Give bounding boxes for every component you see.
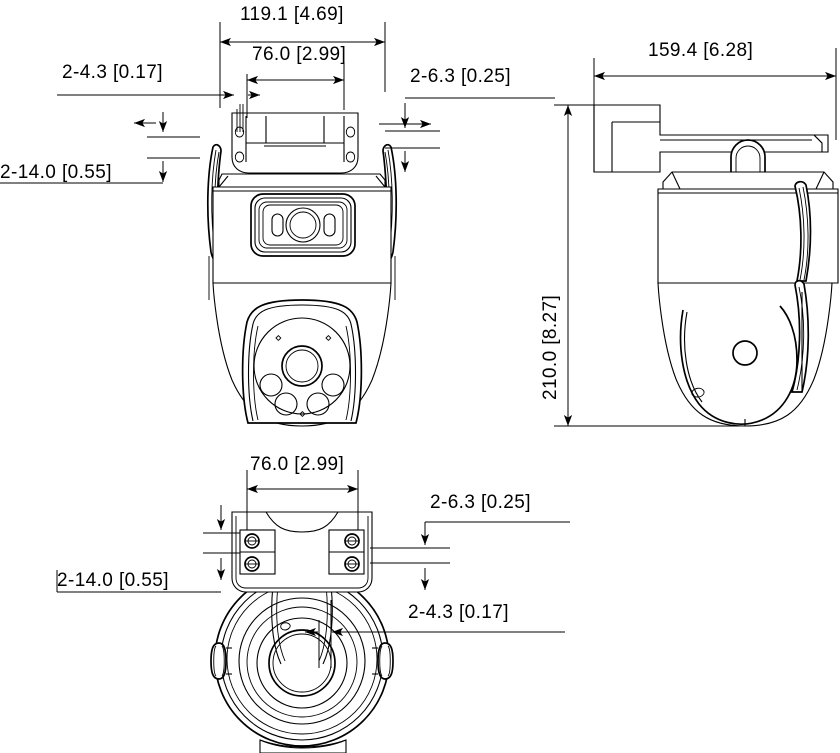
dimension-side-depth: 159.4 [6.28] bbox=[593, 40, 837, 140]
side-dome bbox=[657, 279, 833, 427]
top-fin-right bbox=[372, 642, 394, 680]
front-dome-body bbox=[212, 282, 392, 427]
side-camera-body bbox=[657, 180, 839, 284]
side-base-plate bbox=[662, 171, 834, 190]
dimension-side-height: 210.0 [8.27] bbox=[540, 104, 740, 427]
dimension-top-plate-thickness-text: 2-6.3 [0.25] bbox=[430, 492, 531, 513]
dimension-front-plate-thickness-text: 2-6.3 [0.25] bbox=[410, 66, 511, 87]
dimension-front-bracket-width-text: 76.0 [2.99] bbox=[252, 44, 346, 65]
dimension-front-overall-width-text: 119.1 [4.69] bbox=[240, 4, 344, 25]
side-mount-arm bbox=[593, 104, 829, 173]
dimension-top-slot-height: 2-14.0 [0.55] bbox=[56, 505, 240, 593]
top-dome-circles bbox=[210, 571, 394, 753]
front-view bbox=[206, 104, 398, 427]
top-view bbox=[210, 511, 394, 753]
dimension-top-slot-width-text: 2-4.3 [0.17] bbox=[408, 602, 509, 623]
dimension-side-depth-text: 159.4 [6.28] bbox=[648, 40, 753, 61]
dimension-front-slot-height: 2-14.0 [0.55] bbox=[0, 112, 200, 184]
dimension-top-bracket-width-text: 76.0 [2.99] bbox=[250, 454, 344, 475]
front-lens-module bbox=[250, 193, 356, 257]
dimension-top-plate-thickness: 2-6.3 [0.25] bbox=[370, 492, 570, 590]
dimension-front-overall-width: 119.1 [4.69] bbox=[219, 4, 386, 108]
dimension-top-bracket-width: 76.0 [2.99] bbox=[246, 454, 359, 530]
dimension-top-slot-width: 2-4.3 [0.17] bbox=[305, 600, 565, 668]
dimension-front-plate-thickness: 2-6.3 [0.25] bbox=[379, 66, 555, 172]
top-mounting-plate bbox=[231, 511, 373, 593]
top-fin-left bbox=[210, 642, 232, 680]
dimension-front-bracket-width: 76.0 [2.99] bbox=[246, 44, 346, 118]
dimension-side-height-text: 210.0 [8.27] bbox=[540, 295, 561, 400]
dimension-front-slot-height-text: 2-14.0 [0.55] bbox=[0, 162, 112, 183]
dimension-front-slot-width: 2-4.3 [0.17] bbox=[57, 62, 260, 100]
front-mounting-bracket bbox=[231, 104, 359, 174]
side-view bbox=[593, 104, 839, 427]
dimension-top-slot-height-text: 2-14.0 [0.55] bbox=[57, 570, 169, 591]
dimension-front-slot-width-text: 2-4.3 [0.17] bbox=[62, 62, 163, 83]
